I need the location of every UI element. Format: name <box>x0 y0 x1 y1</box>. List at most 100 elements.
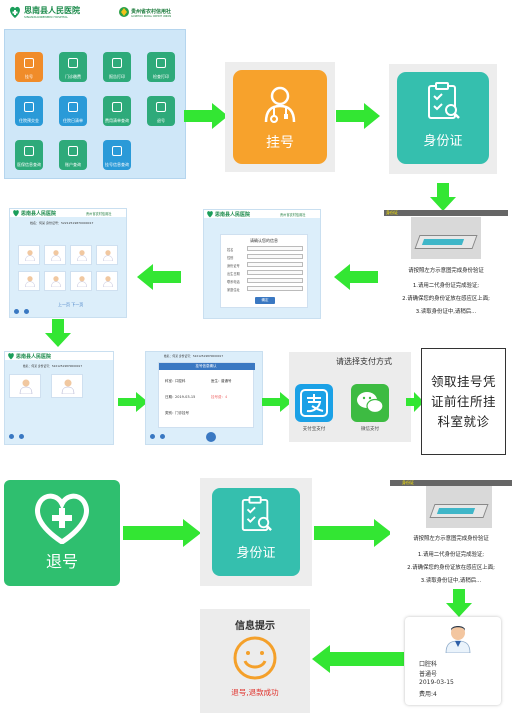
doctor-icon <box>51 276 61 287</box>
dept-label: 科室： <box>165 379 176 383</box>
hospital-name-en: SINANXIANRENMIN HOSPITAL <box>24 15 68 19</box>
idcard-instruction-panel: 身份证 请按照左方示意图完成身份验证 1.请用二代身份证完成验证; 2.请确保您… <box>390 480 512 592</box>
home-button[interactable] <box>24 309 29 314</box>
flow-arrow-right <box>118 392 148 412</box>
doctor-card[interactable] <box>44 271 66 291</box>
wechat-icon <box>357 392 384 414</box>
doctor-icon <box>61 379 75 394</box>
card-reader-image <box>411 217 481 259</box>
idcard-header-label: 身份证 <box>386 210 398 215</box>
form-field-input[interactable] <box>247 246 303 251</box>
type-label: 类别： <box>165 411 176 415</box>
bank-name-en: GUIZHOU RURAL CREDIT UNION <box>131 15 172 18</box>
clipboard-check-icon <box>241 496 272 532</box>
bank-name: 贵州省农村信用社 <box>86 212 112 216</box>
confirm-round-button[interactable] <box>206 432 216 442</box>
idcard-instruction: 请按照左方示意图完成身份验证 <box>413 536 489 542</box>
doctor-card[interactable] <box>18 245 40 265</box>
doctor-select-screen: 思南县人民医院 姓名：何某 身份证号：52212519870000017 <box>4 351 114 445</box>
doctor-icon <box>103 276 113 287</box>
refund-tile[interactable]: 退号 <box>4 480 120 586</box>
flow-arrow-right <box>336 103 380 129</box>
flow-arrow-right <box>262 392 292 412</box>
menu-tile-label: 住院预交金 <box>19 118 39 123</box>
search-icon <box>112 102 122 112</box>
home-button[interactable] <box>19 434 24 439</box>
doctor-icon <box>19 379 33 394</box>
idcard-step-panel: 身份证 <box>389 64 497 174</box>
hospital-logo-icon <box>13 210 19 217</box>
doctor-card[interactable] <box>44 245 66 265</box>
menu-tile-label: 费用清单查询 <box>105 118 129 123</box>
register-detail-card: 挂号信息确认 科室： 口腔科 医生： 普通号 日期： 2019-03-15 挂号… <box>158 362 255 428</box>
home-menu-screen: 挂号 门诊缴费 报告打印 检查打印住院预交金 住院日清单费用清单查询 退号医保信息查询 账户… <box>4 29 186 179</box>
heart-plus-icon <box>156 102 166 112</box>
idcard-tile[interactable]: 身份证 <box>212 488 300 576</box>
menu-tile-label: 挂号 <box>25 74 33 79</box>
idcard-instruction: 请按照左方示意图完成身份验证 <box>408 268 484 274</box>
refund-label: 退号 <box>45 552 78 571</box>
idcard-tile[interactable]: 身份证 <box>397 72 489 164</box>
form-field-input[interactable] <box>247 270 303 275</box>
form-field-input[interactable] <box>247 254 303 259</box>
type-value: 门诊挂号 <box>175 411 189 415</box>
menu-tile[interactable]: 挂号 <box>15 52 43 82</box>
menu-tile-label: 报告打印 <box>109 74 125 79</box>
menu-tile[interactable]: 医保信息查询 <box>15 140 43 170</box>
doctor-card[interactable] <box>51 374 83 398</box>
form-field-input[interactable] <box>247 286 303 291</box>
menu-tile[interactable]: 费用清单查询 <box>103 96 131 126</box>
payment-method-panel: 请选择支付方式 支付宝支付 微信支付 <box>289 352 411 442</box>
home-button[interactable] <box>160 434 165 439</box>
doctor-icon <box>51 250 61 261</box>
form-field-input[interactable] <box>247 262 303 267</box>
pagination[interactable]: 上一页 下一页 <box>58 302 84 307</box>
doctor-value: 普通号 <box>221 379 232 383</box>
menu-tile[interactable]: 报告打印 <box>103 52 131 82</box>
doctor-card[interactable] <box>18 271 40 291</box>
final-text: 领取挂号凭证前往所挂科室就诊 <box>430 374 496 429</box>
menu-tile[interactable]: 门诊缴费 <box>59 52 87 82</box>
doctor-card[interactable] <box>9 374 41 398</box>
back-button[interactable] <box>9 434 14 439</box>
person-icon <box>24 58 34 68</box>
doctor-card[interactable] <box>96 245 118 265</box>
alipay-button[interactable] <box>295 384 333 422</box>
back-button[interactable] <box>14 309 19 314</box>
card-title-bar <box>159 363 255 370</box>
menu-tile-label: 医保信息查询 <box>17 162 41 167</box>
register-confirm-screen: 姓名：何某 身份证号：52212519870000017 挂号信息确认 科室： … <box>145 351 263 445</box>
flow-arrow-left <box>334 264 378 290</box>
info-title: 信息提示 <box>235 621 275 632</box>
hospital-name: 思南县人民医院 <box>215 212 251 218</box>
shield-icon <box>24 146 34 156</box>
doctor-card[interactable] <box>70 245 92 265</box>
form-title: 请确认您的信息 <box>250 238 278 243</box>
idcard-instruction-panel: 身份证 请按照左方示意图完成身份验证 1.请用二代身份证完成验证; 2.请确保您… <box>384 210 508 322</box>
doctor-icon <box>264 86 296 123</box>
doctor-card[interactable] <box>96 271 118 291</box>
doctor-card[interactable] <box>70 271 92 291</box>
printer-icon <box>112 58 122 68</box>
register-step-panel: 挂号 <box>225 62 335 172</box>
menu-tile[interactable]: 住院预交金 <box>15 96 43 126</box>
register-tile[interactable]: 挂号 <box>233 70 327 164</box>
clipboard-check-icon <box>428 82 460 119</box>
menu-tile[interactable]: 检查打印 <box>147 52 175 82</box>
menu-tile[interactable]: 退号 <box>147 96 175 126</box>
card-icon <box>24 102 34 112</box>
form-field-input[interactable] <box>247 278 303 283</box>
menu-tile[interactable]: 账户查询 <box>59 140 87 170</box>
menu-tile[interactable]: 挂号信息查询 <box>103 140 131 170</box>
form-field-label: 身份证号 <box>227 264 240 268</box>
idcard-step-2: 2.请确保您的身份证放在感应区上面; <box>402 296 490 302</box>
flow-arrow-right <box>184 103 228 129</box>
info-message-panel: 信息提示 退号,退款成功 <box>200 609 310 713</box>
wechat-button[interactable] <box>351 384 389 422</box>
confirm-button[interactable]: 确定 <box>255 297 275 304</box>
menu-tile-label: 门诊缴费 <box>65 74 81 79</box>
menu-tile[interactable]: 住院日清单 <box>59 96 87 126</box>
idcard-header-strip <box>390 480 512 486</box>
back-button[interactable] <box>150 434 155 439</box>
idcard-step-panel: 身份证 <box>200 478 312 586</box>
